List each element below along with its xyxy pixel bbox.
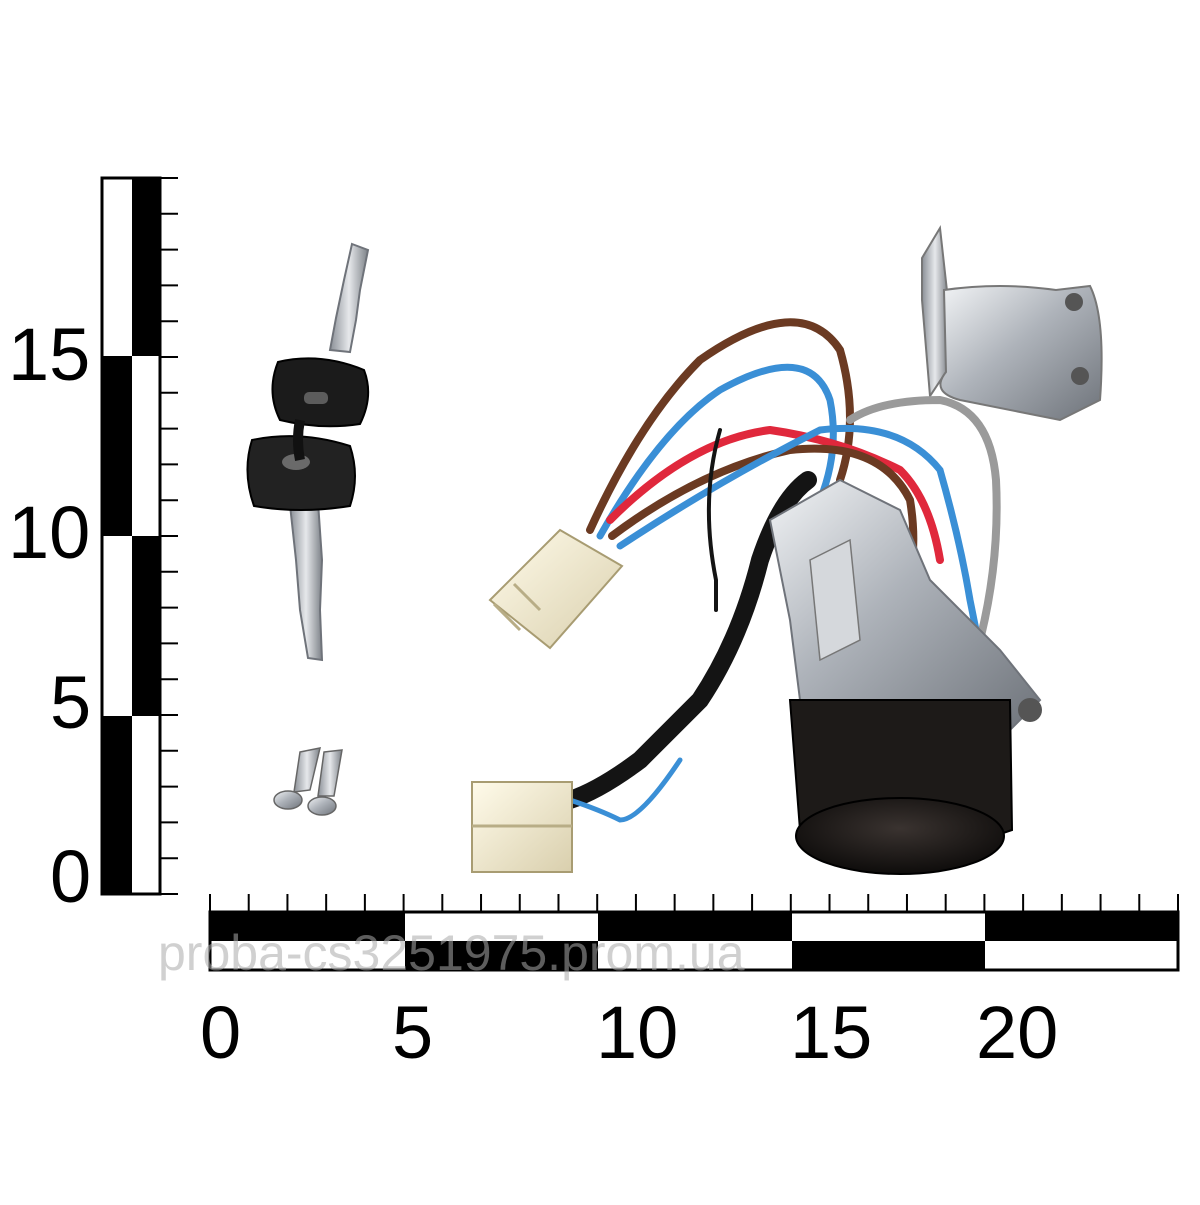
ignition-switch [768, 478, 1042, 875]
horizontal-scale-label-5: 5 [392, 991, 434, 1074]
wire-harness [561, 318, 1001, 823]
horizontal-scale-label-20: 20 [976, 991, 1059, 1074]
mounting-bracket [921, 224, 1103, 422]
keys [246, 242, 370, 662]
horizontal-scale-label-10: 10 [596, 991, 679, 1074]
vertical-scale-label-0: 0 [50, 835, 92, 918]
horizontal-scale-label-15: 15 [790, 991, 873, 1074]
vertical-scale-label-5: 5 [50, 661, 92, 744]
connector-lower [471, 781, 573, 873]
connector-upper [488, 528, 624, 650]
horizontal-scale [208, 894, 1180, 972]
vertical-scale [100, 176, 178, 896]
vertical-scale-label-15: 15 [8, 313, 91, 396]
vertical-scale-label-10: 10 [8, 491, 91, 574]
horizontal-scale-label-0: 0 [200, 991, 242, 1074]
watermark: proba-cs3251975.prom.ua [158, 925, 745, 981]
screws [273, 747, 343, 816]
